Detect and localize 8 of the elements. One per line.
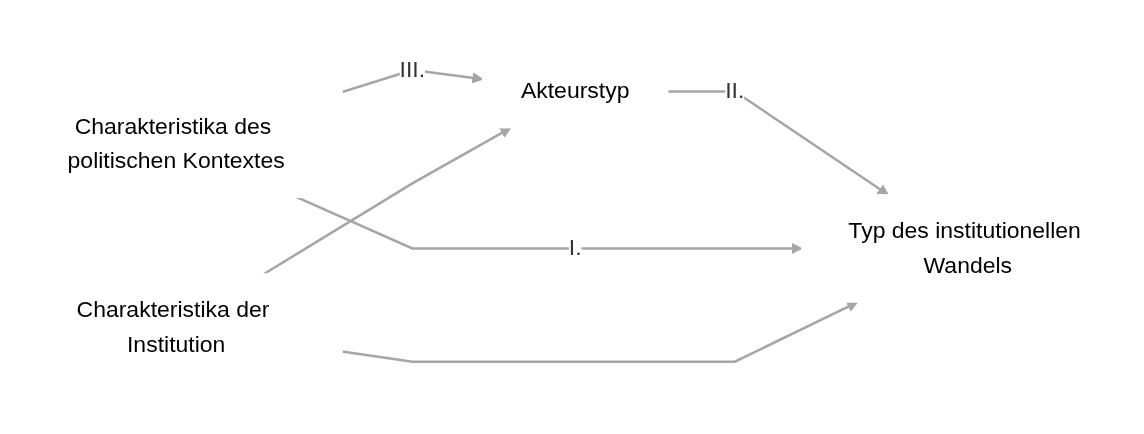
- edge-label: III.: [399, 56, 426, 83]
- edge-label: II.: [725, 78, 745, 104]
- node-text: Akteurstyp: [520, 78, 630, 104]
- node-text: Charakteristika des politischen Kontextes: [67, 113, 285, 174]
- edge-label: I.: [568, 235, 582, 261]
- arrow: [667, 90, 889, 196]
- node-text: Charakteristika der Institution: [76, 296, 270, 357]
- node-text: Typ des institutionellen Wandels: [848, 217, 1081, 278]
